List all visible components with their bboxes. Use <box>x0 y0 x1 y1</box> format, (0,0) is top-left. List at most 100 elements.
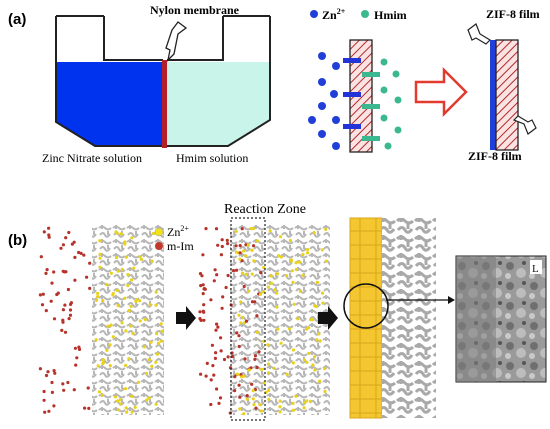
ion-dot <box>132 266 136 270</box>
ion-dot <box>96 295 100 299</box>
ion-dot <box>298 289 302 293</box>
ion-dot <box>233 389 237 393</box>
ion-dot <box>275 272 280 276</box>
ion-dot <box>268 229 272 233</box>
porous-membrane-1 <box>92 225 164 415</box>
zoom-arrowhead <box>448 296 455 304</box>
arrow-2 <box>318 306 338 330</box>
ion-dot <box>214 328 218 332</box>
ion-dot <box>302 358 306 362</box>
ion-dot <box>60 328 64 332</box>
ion-dot <box>98 239 102 243</box>
ion-dot <box>149 340 153 344</box>
ion-dot <box>238 407 242 411</box>
ion-dot <box>250 272 254 276</box>
ion-dot <box>101 358 105 362</box>
ion-dot <box>50 390 55 394</box>
ion-dot <box>290 269 294 273</box>
ion-dot <box>205 361 209 365</box>
film-top-pointer <box>467 23 491 45</box>
ion-dot <box>152 231 156 235</box>
ion-dot <box>266 285 270 289</box>
ion-dot <box>278 235 283 239</box>
ion-dot <box>242 412 246 416</box>
panel-a-label: (a) <box>8 11 26 28</box>
ion-dot <box>239 375 244 379</box>
ion-dot <box>245 394 249 398</box>
porous-membrane-2 <box>230 225 330 415</box>
ion-dot <box>244 254 248 258</box>
zn-legend-dot <box>310 10 318 18</box>
ion-dot <box>79 251 83 255</box>
ion-dot <box>123 387 128 391</box>
ion-dot <box>42 230 46 234</box>
ion-dot <box>209 298 213 302</box>
ion-dot <box>123 296 127 300</box>
ion-dot <box>42 389 46 394</box>
zif8-film-layer <box>490 40 496 150</box>
ion-dot <box>285 274 289 278</box>
ion-dot <box>314 304 318 309</box>
ion-dot <box>318 379 322 383</box>
ion-dot <box>62 270 67 274</box>
ion-dot <box>61 382 65 386</box>
ion-dot <box>88 286 92 290</box>
ion-dot <box>220 306 224 310</box>
ion-dot <box>201 253 205 257</box>
ion-dot <box>253 300 257 304</box>
ion-dot <box>306 248 310 252</box>
ion-dot <box>142 345 146 349</box>
ion-dot <box>226 355 230 359</box>
ion-dot <box>44 373 49 378</box>
ion-dot <box>237 313 241 317</box>
ion-dot <box>130 236 134 240</box>
result-membrane <box>495 39 519 151</box>
ion-dot <box>225 238 229 242</box>
ion-dot <box>269 281 273 285</box>
ion-dot <box>116 304 120 308</box>
ion-dot <box>42 398 46 402</box>
ion-dot <box>251 389 255 393</box>
ion-dot <box>294 268 298 272</box>
ion-dot <box>202 303 206 307</box>
ion-dot <box>199 318 203 322</box>
hmim-solution-label: Hmim solution <box>176 151 248 165</box>
ion-dot <box>63 303 67 307</box>
ion-dot <box>320 248 324 252</box>
ion-dot <box>52 404 56 408</box>
ion-dot <box>154 290 158 294</box>
ion-dot <box>231 269 236 273</box>
ion-dot <box>234 250 238 254</box>
ion-dot <box>214 351 218 355</box>
ion-dot <box>267 388 271 393</box>
ion-dot <box>201 309 205 313</box>
ion-dot <box>291 401 295 405</box>
ion-dot <box>238 251 242 255</box>
ion-dot <box>126 283 130 288</box>
ion-dot <box>297 260 301 264</box>
ion-dot <box>235 372 240 376</box>
ion-dot <box>266 362 271 366</box>
ion-dot <box>75 356 79 360</box>
ion-dot <box>74 363 78 367</box>
ion-dot <box>116 269 120 273</box>
mim-legend-text: m-Im <box>167 239 194 253</box>
ion-dot <box>278 399 282 403</box>
ion-dot <box>120 267 124 272</box>
ion-dot <box>127 309 131 313</box>
ion-dot <box>46 370 50 374</box>
ion-dot <box>109 323 113 327</box>
ion-dot <box>214 227 219 231</box>
ion-dot <box>309 317 313 322</box>
ion-dot <box>59 246 63 250</box>
ion-dot <box>47 226 51 230</box>
ion-dot <box>249 227 253 231</box>
zif8-layer <box>349 217 383 419</box>
ion-dot <box>204 374 208 378</box>
ion-dot <box>96 291 100 295</box>
ion-dot <box>296 317 300 321</box>
ion-dot <box>239 321 243 325</box>
ion-dot <box>226 273 230 278</box>
ion-dot <box>267 397 271 401</box>
ion-dot <box>247 289 251 293</box>
